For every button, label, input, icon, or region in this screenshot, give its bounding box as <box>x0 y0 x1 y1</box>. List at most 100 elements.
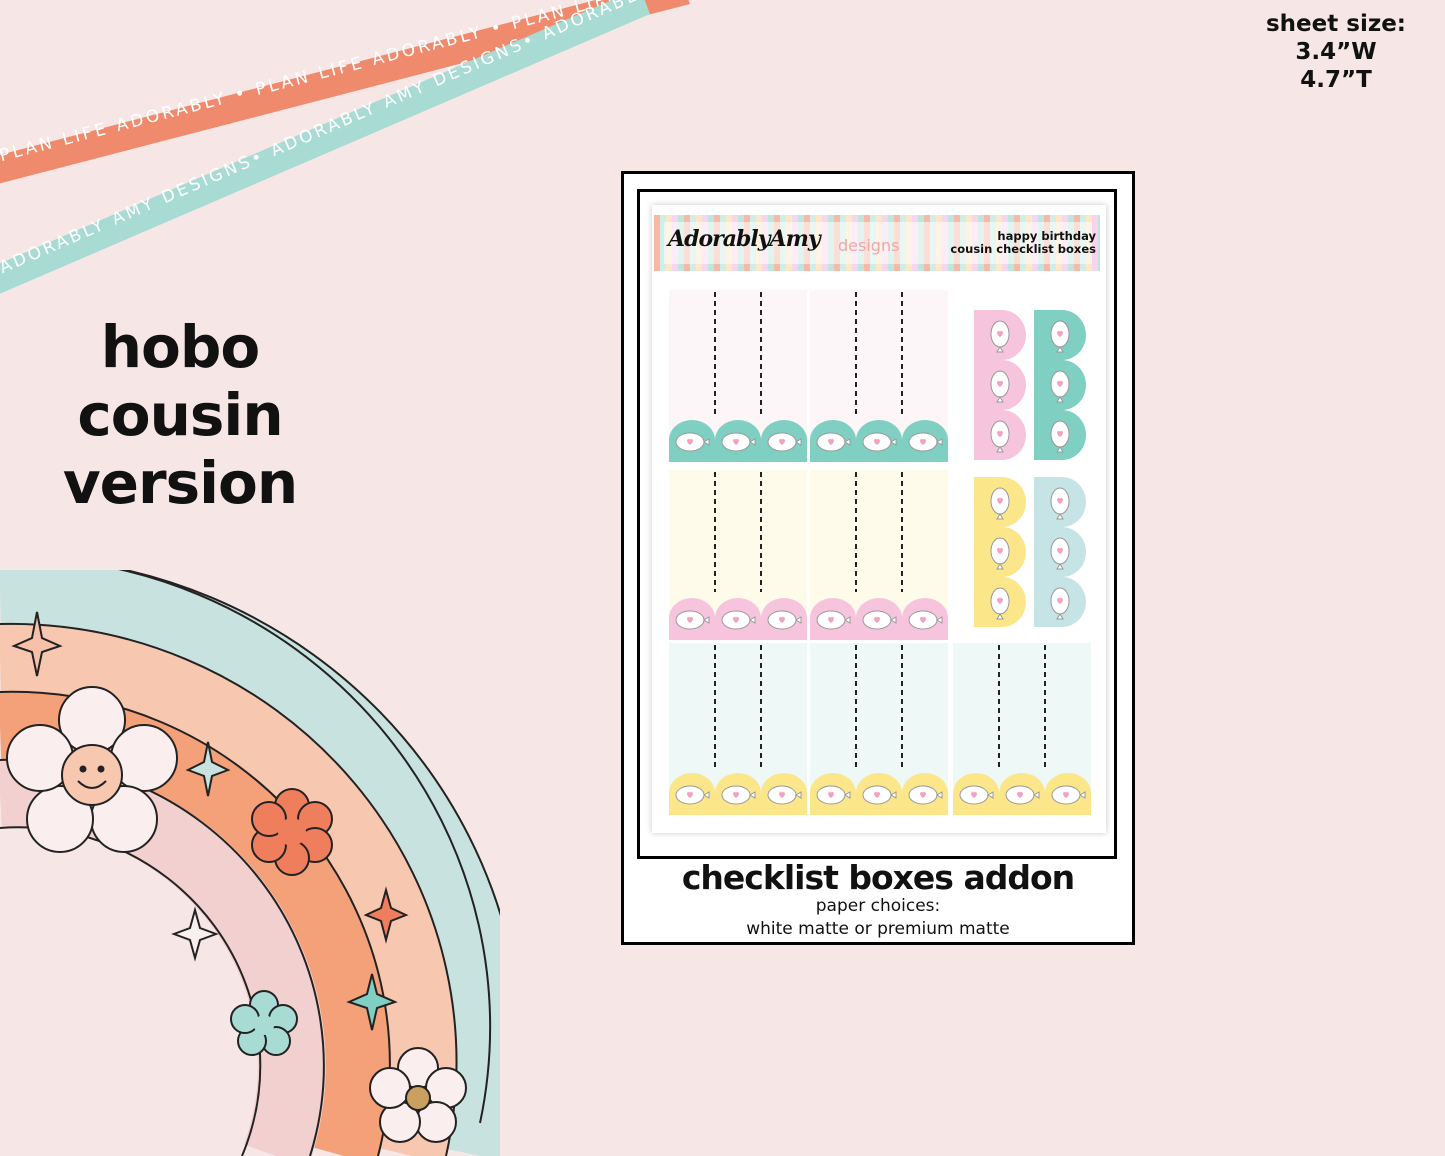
sheet-title-line1: happy birthday <box>997 229 1096 243</box>
balloon-knot <box>749 791 756 799</box>
heart-icon <box>997 547 1003 554</box>
balloon-knot <box>890 438 897 446</box>
balloon-knot <box>703 616 710 624</box>
balloon-knot <box>844 438 851 446</box>
heart-icon <box>779 791 785 798</box>
ribbon-banners: PLAN LIFE ADORABLY • PLAN LIFE ADORABLY … <box>0 0 690 294</box>
heart-icon <box>828 616 834 623</box>
sparkle-icon <box>185 741 231 797</box>
balloon-knot <box>996 613 1004 620</box>
heart-icon <box>920 791 926 798</box>
balloon-knot <box>1056 396 1064 403</box>
balloon-knot <box>1033 791 1040 799</box>
balloon-knot <box>844 616 851 624</box>
mint-flower-icon <box>230 990 298 1056</box>
paper-choices-options: white matte or premium matte <box>746 919 1010 939</box>
checklist-stickers <box>669 290 1091 815</box>
side-tab-scallop <box>1002 360 1026 410</box>
heart-icon <box>1057 330 1063 337</box>
balloon-knot <box>844 791 851 799</box>
heart-icon <box>1063 791 1069 798</box>
balloon-knot <box>996 346 1004 353</box>
balloon-knot <box>996 446 1004 453</box>
balloon-knot <box>749 438 756 446</box>
balloon-knot <box>1056 563 1064 570</box>
sheet-size-label: sheet size: <box>1265 11 1407 37</box>
heart-icon <box>971 791 977 798</box>
balloon-knot <box>987 791 994 799</box>
smiley-flower-icon <box>6 686 178 853</box>
balloon-knot <box>936 791 943 799</box>
balloon-knot <box>996 563 1004 570</box>
heart-icon <box>733 438 739 445</box>
balloon-knot <box>795 791 802 799</box>
orange-flower-icon <box>251 788 333 876</box>
heart-icon <box>828 791 834 798</box>
heart-icon <box>920 438 926 445</box>
side-tab-scallop <box>1002 410 1026 460</box>
sparkle-icon <box>346 973 398 1031</box>
side-tab-scallop <box>1002 527 1026 577</box>
version-title-line3: version <box>62 449 298 517</box>
side-tab-scallop <box>1062 360 1086 410</box>
heart-icon <box>874 791 880 798</box>
heart-icon <box>997 430 1003 437</box>
balloon-knot <box>749 616 756 624</box>
heart-icon <box>997 380 1003 387</box>
sparkle-icon <box>363 886 409 944</box>
balloon-knot <box>996 513 1004 520</box>
balloon-knot <box>1056 513 1064 520</box>
balloon-knot <box>1079 791 1086 799</box>
version-title: hobo cousin version <box>40 313 320 517</box>
sheet-title: happy birthday cousin checklist boxes <box>940 230 1096 256</box>
side-tab-scallop <box>1002 577 1026 627</box>
heart-icon <box>687 438 693 445</box>
balloon-knot <box>703 791 710 799</box>
product-title: checklist boxes addon <box>681 858 1075 897</box>
heart-icon <box>874 616 880 623</box>
rainbow-illustration <box>0 570 500 1156</box>
balloon-knot <box>936 438 943 446</box>
heart-icon <box>1057 497 1063 504</box>
version-title-line2: cousin <box>77 381 283 449</box>
mint-ribbon <box>0 0 650 294</box>
balloon-knot <box>936 616 943 624</box>
heart-icon <box>997 597 1003 604</box>
side-tab-scallop <box>1062 410 1086 460</box>
heart-icon <box>997 330 1003 337</box>
balloon-knot <box>1056 446 1064 453</box>
balloon-knot <box>1056 346 1064 353</box>
paper-choices-label: paper choices: <box>815 896 941 916</box>
sheet-frame <box>637 189 1117 859</box>
side-tab-scallop <box>1062 577 1086 627</box>
heart-icon <box>828 438 834 445</box>
side-tab-scallop <box>1062 527 1086 577</box>
balloon-knot <box>795 438 802 446</box>
sheet-size-height: 4.7”T <box>1300 67 1372 93</box>
heart-icon <box>1057 547 1063 554</box>
heart-icon <box>920 616 926 623</box>
heart-icon <box>874 438 880 445</box>
heart-icon <box>997 497 1003 504</box>
heart-icon <box>1057 597 1063 604</box>
side-tab-scallop <box>1002 310 1026 360</box>
balloon-knot <box>703 438 710 446</box>
heart-icon <box>1057 430 1063 437</box>
sparkle-icon <box>11 611 63 677</box>
heart-icon <box>779 438 785 445</box>
balloon-knot <box>890 616 897 624</box>
sparkle-icon <box>171 906 219 962</box>
brand-logo: AdorablyAmy <box>668 226 821 252</box>
side-tab-scallop <box>1062 477 1086 527</box>
white-flower-icon <box>369 1047 467 1143</box>
balloon-knot <box>890 791 897 799</box>
version-title-line1: hobo <box>100 313 261 381</box>
heart-icon <box>733 616 739 623</box>
heart-icon <box>687 616 693 623</box>
sheet-size-info: sheet size: 3.4”W 4.7”T <box>1261 10 1411 94</box>
heart-icon <box>1017 791 1023 798</box>
balloon-knot <box>1056 613 1064 620</box>
sheet-title-line2: cousin checklist boxes <box>950 242 1096 256</box>
heart-icon <box>687 791 693 798</box>
side-tab-scallop <box>1062 310 1086 360</box>
